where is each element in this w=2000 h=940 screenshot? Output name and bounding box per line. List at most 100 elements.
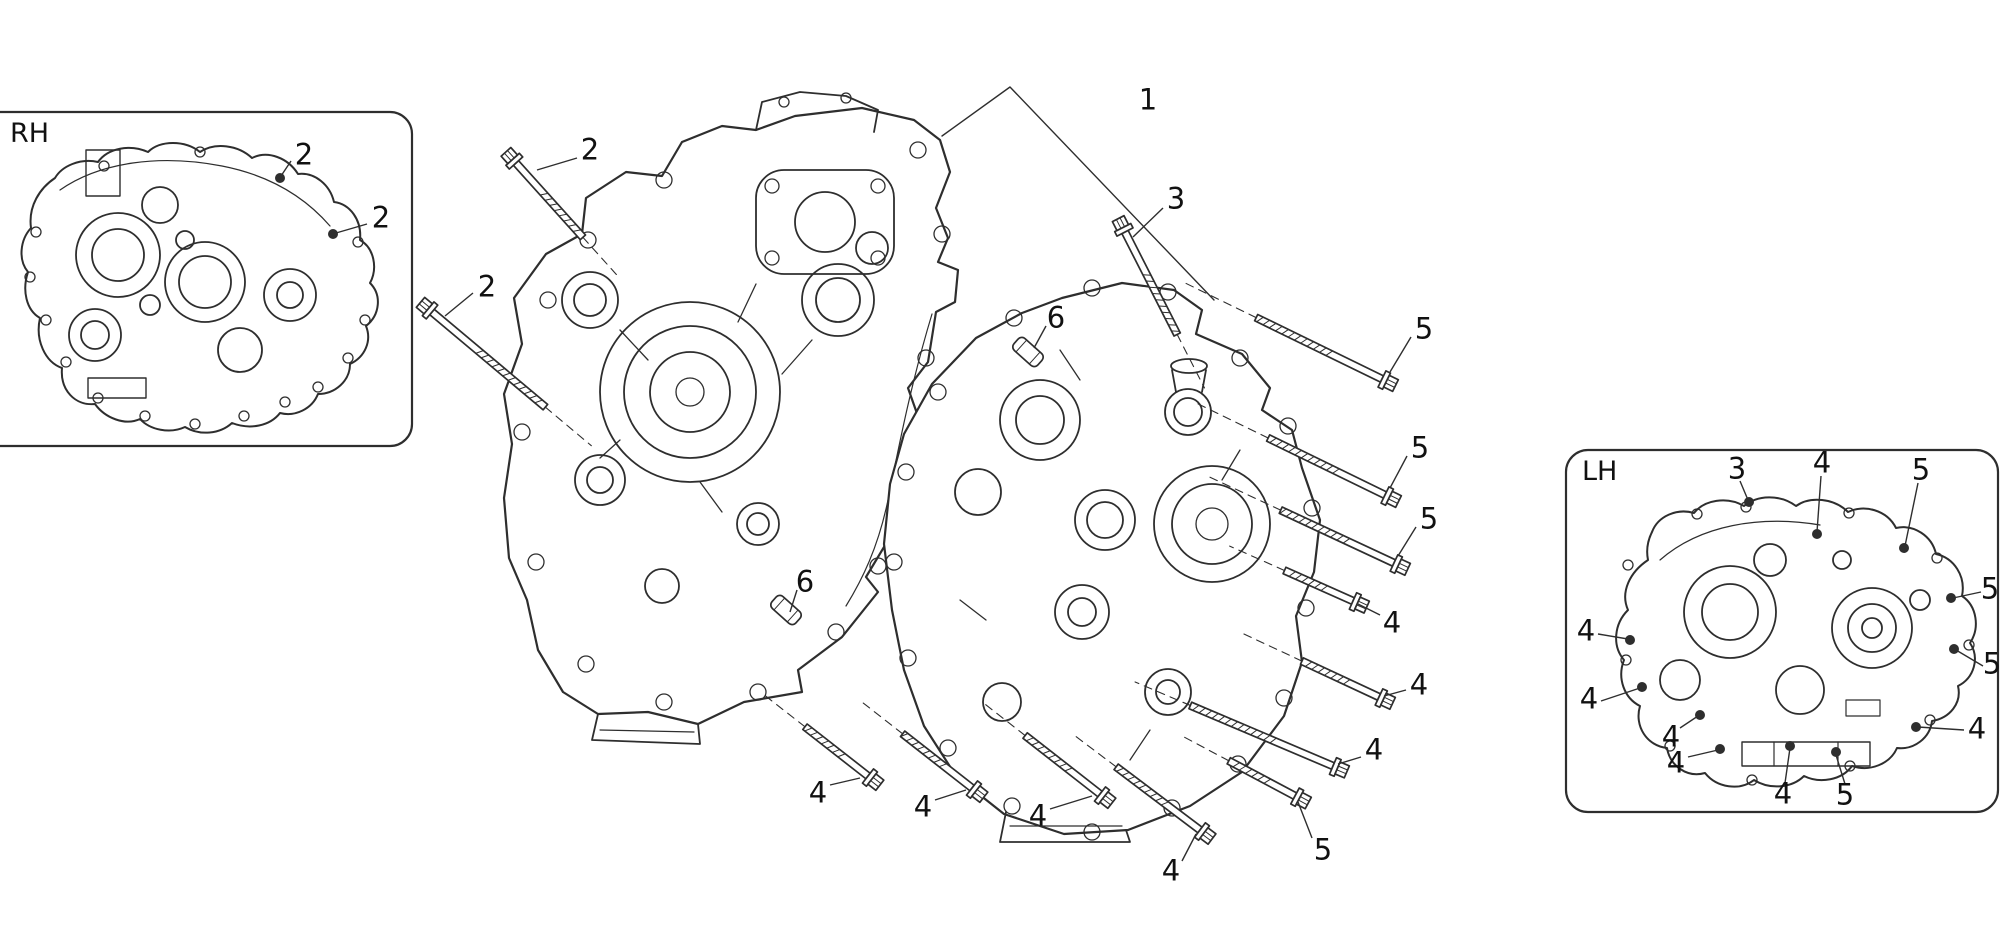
bolt-drawing (1229, 545, 1371, 614)
callout-5: 5 (1313, 832, 1333, 867)
bolt-drawing (1195, 402, 1403, 509)
callout-5: 5 (1980, 571, 2000, 606)
bolt-drawing (415, 296, 592, 447)
leader-line (1917, 726, 1965, 731)
callout-2: 2 (294, 137, 314, 172)
callout-5: 5 (1835, 777, 1855, 812)
callout-2: 2 (477, 269, 497, 304)
lh-inset-box (1564, 448, 2000, 814)
leader-line (1132, 207, 1164, 238)
callout-4: 4 (808, 775, 828, 810)
bolt-drawing (1183, 282, 1400, 393)
leader-line (1679, 715, 1699, 729)
leader-line (1357, 603, 1381, 616)
leader-line (1600, 687, 1641, 702)
callout-3: 3 (1727, 451, 1747, 486)
callout-4: 4 (913, 789, 933, 824)
callout-6: 6 (1046, 300, 1066, 335)
crankcase-left-half-drawing (882, 279, 1322, 843)
callout-4: 4 (1161, 853, 1181, 888)
bolt-drawing (1237, 630, 1397, 711)
leader-line (1739, 480, 1749, 501)
leader-line (1904, 482, 1919, 547)
leader-line (1955, 649, 1984, 667)
crankcase-right-half-drawing (502, 91, 960, 745)
callout-6: 6 (795, 564, 815, 599)
leader-line-part-1 (941, 86, 1215, 301)
fastener-dot (1812, 529, 1822, 539)
fastener-dot (1744, 497, 1754, 507)
callout-4: 4 (1409, 667, 1429, 702)
fastener-layer (415, 146, 1412, 846)
bolt-drawing (500, 146, 621, 279)
leader-line (829, 777, 861, 786)
leader-line (789, 589, 798, 613)
fastener-dot (1695, 710, 1705, 720)
leader-line (1337, 756, 1362, 765)
leader-line (1389, 455, 1408, 489)
leader-line (1033, 325, 1047, 349)
fastener-dot (1911, 722, 1921, 732)
callout-4: 4 (1382, 605, 1402, 640)
callout-2: 2 (580, 132, 600, 167)
lh-inset-label: LH (1582, 456, 1618, 487)
dowel-pin-drawing (769, 594, 803, 626)
callout-4: 4 (1364, 732, 1384, 767)
fastener-dot (1637, 682, 1647, 692)
leader-line (1597, 633, 1629, 640)
callout-5: 5 (1414, 311, 1434, 346)
bolt-drawing (1111, 214, 1205, 389)
lh-crankcase-drawing (1615, 496, 1977, 788)
fastener-dot (1946, 593, 1956, 603)
leader-line (1687, 749, 1719, 758)
leader-line (1389, 336, 1412, 373)
fastener-dot (1949, 644, 1959, 654)
callout-5: 5 (1419, 501, 1439, 536)
fastener-dot (1831, 747, 1841, 757)
bolt-drawing (765, 695, 885, 792)
leader-layer (275, 157, 1984, 862)
callout-5: 5 (1982, 646, 2000, 681)
callout-4: 4 (1666, 745, 1686, 780)
leader-line (1952, 591, 1982, 599)
leader-line (280, 160, 292, 177)
bolt-drawing (862, 702, 989, 804)
bolt-drawing (1071, 733, 1217, 846)
bolt-drawing (1184, 736, 1313, 810)
fastener-dot (1899, 543, 1909, 553)
leader-line (1297, 801, 1313, 839)
callout-4: 4 (1812, 445, 1832, 480)
bolt-drawing (981, 701, 1117, 810)
fastener-dot (275, 173, 285, 183)
leader-line (1383, 689, 1407, 697)
leader-line (1397, 526, 1417, 557)
bolt-drawing (1207, 475, 1412, 577)
rh-inset-label: RH (10, 118, 50, 149)
callout-5: 5 (1410, 430, 1430, 465)
callout-4: 4 (1028, 798, 1048, 833)
leader-line (335, 223, 368, 234)
leader-line (934, 789, 967, 801)
fastener-dot (1785, 741, 1795, 751)
leader-line (1049, 795, 1093, 810)
callout-2: 2 (371, 200, 391, 235)
leader-line (1816, 475, 1822, 533)
dowel-pin-drawing (1011, 336, 1045, 368)
callout-4: 4 (1576, 613, 1596, 648)
fastener-dot (328, 229, 338, 239)
rh-crankcase-drawing (20, 142, 379, 434)
callout-3: 3 (1166, 181, 1186, 216)
callout-1: 1 (1138, 82, 1158, 117)
callout-4: 4 (1579, 681, 1599, 716)
callout-4: 4 (1661, 719, 1681, 754)
callout-4: 4 (1967, 711, 1987, 746)
fastener-dot (1625, 635, 1635, 645)
leader-line (1181, 833, 1197, 862)
bolt-drawing (1134, 681, 1351, 779)
leader-line (444, 292, 474, 317)
callout-4: 4 (1773, 776, 1793, 811)
rh-inset-box (0, 110, 414, 448)
leader-line (536, 157, 578, 171)
